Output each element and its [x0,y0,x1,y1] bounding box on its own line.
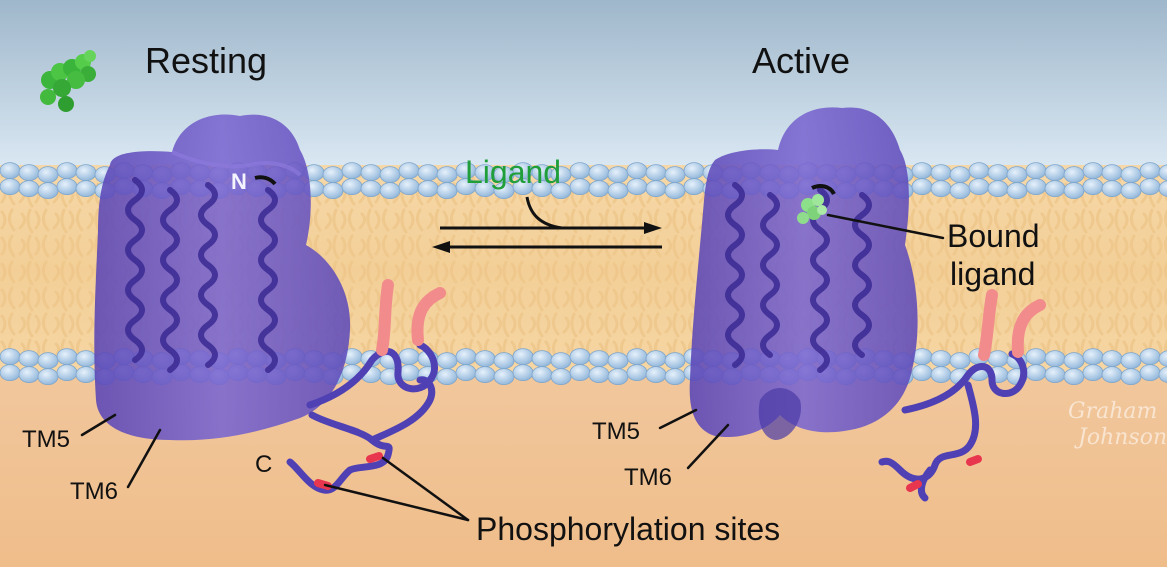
bound-ligand-label-line1: Bound [947,218,1040,254]
tm5-label-active: TM5 [592,418,640,445]
bound-ligand-molecule [797,194,827,224]
active-state-title: Active [752,40,851,81]
artist-signature-line2: Johnson [1078,425,1167,450]
tm6-label-active: TM6 [624,464,672,491]
extracellular-space [0,0,1167,165]
bound-ligand-label-line2: ligand [950,256,1036,292]
n-terminus-label: N [231,169,247,194]
tm6-label-resting: TM6 [70,478,118,505]
c-terminus-label: C [255,451,273,478]
active-receptor [689,107,1046,502]
ligand-label: Ligand [465,154,562,190]
ligand-merge-line [525,196,563,230]
artist-signature-line1: Graham [1068,399,1158,424]
leader-lines [80,213,945,522]
tm5-label-resting: TM5 [22,426,70,453]
phosphorylation-sites-label: Phosphorylation sites [476,511,781,547]
resting-receptor [94,114,446,494]
equilibrium-arrows [432,222,662,253]
resting-state-title: Resting [145,40,268,81]
free-ligand-molecule [40,50,96,112]
